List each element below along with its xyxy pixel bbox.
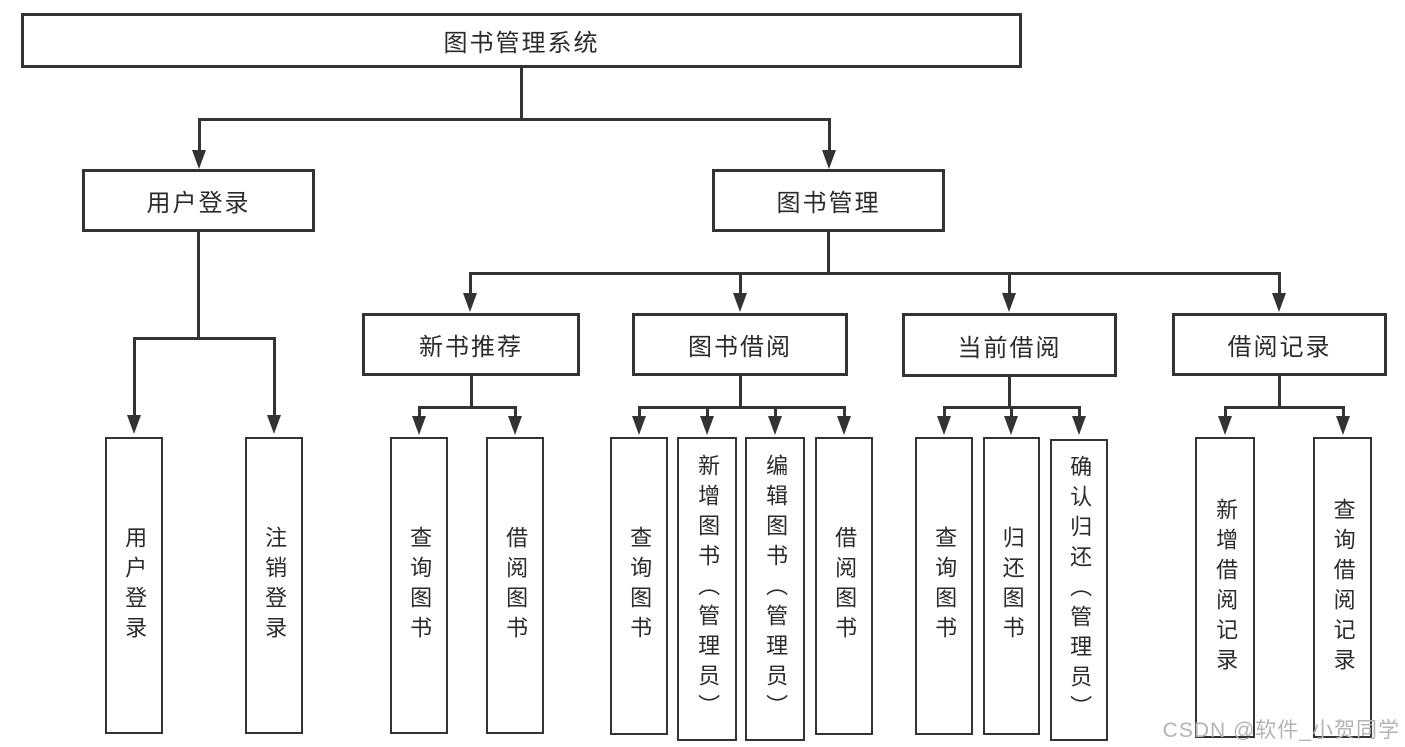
connector-line [514, 406, 517, 418]
arrow-down-icon [463, 293, 477, 312]
node-label: 新增图书（管理员） [695, 454, 721, 724]
connector-line [198, 118, 830, 121]
connector-line [828, 118, 831, 151]
connector-line [706, 406, 709, 418]
node-label: 编辑图书（管理员） [763, 454, 789, 724]
node-confirm-return-admin: 确认归还（管理员） [1050, 439, 1108, 741]
connector-line [198, 118, 201, 151]
node-label: 归还图书 [999, 526, 1025, 646]
connector-line [638, 406, 641, 418]
node-book-management: 图书管理 [712, 169, 945, 232]
connector-line [273, 337, 276, 417]
node-label: 查询图书 [932, 526, 958, 646]
connector-line [774, 406, 777, 418]
connector-line [1008, 377, 1011, 406]
node-label: 借阅图书 [503, 525, 529, 646]
node-borrowing-records: 借阅记录 [1172, 313, 1387, 376]
connector-line [133, 337, 136, 417]
node-label: 查询图书 [627, 526, 653, 646]
connector-line [1224, 406, 1227, 418]
node-label: 用户登录 [146, 190, 251, 217]
node-label: 查询借阅记录 [1330, 497, 1356, 678]
arrow-down-icon [822, 150, 836, 169]
arrow-down-icon [1272, 293, 1286, 312]
connector-line [1224, 406, 1344, 409]
connector-line [133, 337, 275, 340]
arrow-down-icon [1218, 416, 1232, 435]
connector-line [197, 232, 200, 337]
node-label: 借阅图书 [832, 526, 858, 646]
connector-line [1278, 376, 1281, 406]
connector-line [827, 232, 830, 272]
node-label: 当前借阅 [957, 334, 1062, 362]
connector-line [520, 68, 523, 118]
arrow-down-icon [632, 416, 646, 435]
node-query-books-current: 查询图书 [915, 437, 973, 735]
arrow-down-icon [508, 416, 522, 435]
node-label: 确认归还（管理员） [1067, 455, 1093, 725]
node-borrow-books: 借阅图书 [815, 437, 873, 735]
node-query-books-borrowing: 查询图书 [610, 437, 668, 735]
watermark: CSDN @软件_小贺同学 [1162, 719, 1400, 742]
connector-line [469, 272, 1280, 275]
node-user-login-action: 用户登录 [105, 437, 163, 734]
node-current-borrowing: 当前借阅 [902, 313, 1117, 377]
arrow-down-icon [267, 415, 281, 434]
node-new-book-recommendation: 新书推荐 [362, 313, 580, 376]
node-borrow-books-recommend: 借阅图书 [486, 437, 544, 734]
arrow-down-icon [192, 150, 206, 169]
arrow-down-icon [733, 293, 747, 312]
node-label: 注销登录 [262, 525, 288, 646]
node-label: 图书管理 [776, 190, 881, 217]
connector-line [843, 406, 846, 418]
arrow-down-icon [837, 416, 851, 435]
node-library-management-system: 图书管理系统 [21, 13, 1022, 68]
node-add-books-admin: 新增图书（管理员） [677, 437, 737, 741]
connector-line [638, 406, 845, 409]
connector-line [739, 376, 742, 406]
node-label: 新增借阅记录 [1213, 497, 1239, 678]
connector-line [418, 406, 516, 409]
arrow-down-icon [412, 416, 426, 435]
arrow-down-icon [1072, 416, 1086, 435]
node-label: 借阅记录 [1227, 334, 1332, 361]
arrow-down-icon [1336, 416, 1350, 435]
arrow-down-icon [768, 416, 782, 435]
node-label: 图书借阅 [688, 334, 792, 361]
node-label: 查询图书 [407, 525, 433, 646]
node-return-books: 归还图书 [983, 437, 1040, 735]
arrow-down-icon [937, 416, 951, 435]
node-query-books-recommend: 查询图书 [390, 437, 448, 734]
connector-line [1010, 406, 1013, 418]
connector-line [469, 272, 472, 294]
node-label: 新书推荐 [419, 334, 523, 361]
node-label: 图书管理系统 [443, 30, 600, 57]
connector-line [1342, 406, 1345, 418]
arrow-down-icon [1004, 416, 1018, 435]
node-add-borrow-record: 新增借阅记录 [1195, 437, 1255, 738]
node-logout: 注销登录 [245, 437, 303, 734]
node-user-login: 用户登录 [82, 169, 315, 232]
arrow-down-icon [1002, 293, 1016, 312]
node-query-borrow-record: 查询借阅记录 [1313, 437, 1372, 738]
node-edit-books-admin: 编辑图书（管理员） [745, 437, 805, 741]
connector-line [1008, 272, 1011, 294]
node-label: 用户登录 [122, 525, 148, 646]
node-book-borrowing: 图书借阅 [632, 313, 848, 376]
connector-line [943, 406, 946, 418]
arrow-down-icon [700, 416, 714, 435]
connector-line [739, 272, 742, 294]
connector-line [1278, 272, 1281, 294]
connector-line [470, 376, 473, 406]
connector-line [418, 406, 421, 418]
arrow-down-icon [127, 415, 141, 434]
connector-line [1078, 406, 1081, 418]
